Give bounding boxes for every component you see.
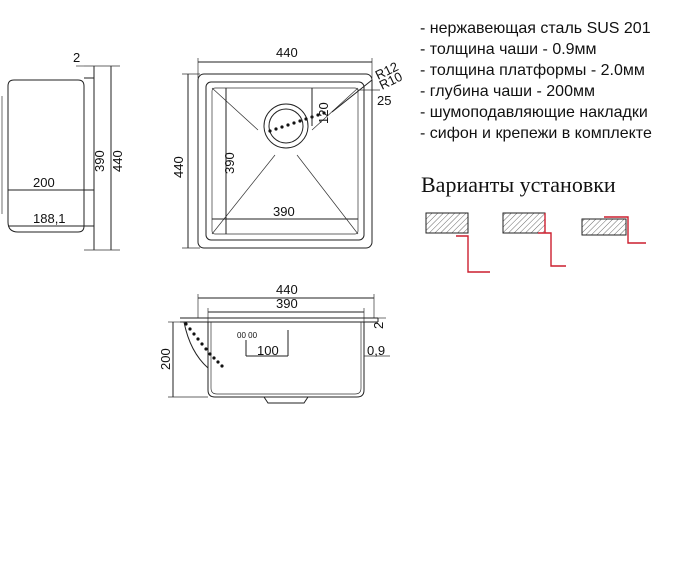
top-inner-length-label: 390 — [222, 152, 237, 174]
sink-rim-line — [456, 235, 490, 273]
front-width-label: 440 — [276, 282, 298, 297]
spec-item-bowl-thickness: - толщина чаши - 0.9мм — [420, 41, 597, 58]
install-options — [425, 212, 646, 273]
top-bowl-inner — [211, 87, 359, 235]
top-slope-line — [211, 87, 259, 131]
countertop-block — [425, 212, 469, 234]
top-outer-rim — [197, 73, 373, 249]
top-width-label: 440 — [276, 45, 298, 60]
top-slope-line — [296, 154, 359, 235]
dot — [322, 111, 326, 115]
top-drain-inner — [268, 108, 304, 144]
dot — [268, 129, 272, 133]
sink-rim-line — [604, 216, 646, 244]
front-drain-label: 00 00 — [237, 331, 258, 340]
top-radius-leader — [331, 79, 373, 113]
dot — [196, 337, 200, 341]
side-height-label: 200 — [33, 175, 55, 190]
sink-rim-line — [538, 213, 566, 267]
install-option-topmount — [581, 216, 646, 244]
side-total-depth-label: 440 — [110, 150, 125, 172]
front-overflow-curve — [183, 321, 209, 369]
dot — [184, 322, 188, 326]
front-height-label: 200 — [158, 348, 173, 370]
dot — [188, 327, 192, 331]
top-bowl-edge — [205, 81, 365, 241]
countertop-block — [581, 218, 627, 236]
top-slope-line — [211, 154, 276, 235]
dot — [274, 127, 278, 131]
top-drain-outer — [263, 103, 309, 149]
front-drain-outlet — [263, 396, 309, 404]
dot — [212, 356, 216, 360]
install-options-title: Варианты установки — [421, 172, 616, 197]
install-option-flush — [502, 212, 566, 267]
top-overflow-dots — [268, 111, 326, 133]
front-view: 440 390 200 00 00 — [158, 282, 390, 404]
install-option-undermount — [425, 212, 490, 273]
side-thickness-label: 2 — [73, 50, 80, 65]
countertop-block — [502, 212, 546, 234]
front-bowl — [207, 322, 365, 398]
front-bowl-inner — [210, 322, 362, 395]
dot — [200, 342, 204, 346]
dot — [192, 332, 196, 336]
front-inner-width-label: 390 — [276, 296, 298, 311]
front-flange-label: 2 — [371, 322, 386, 329]
front-wall-label: 0,9 — [367, 343, 385, 358]
dot — [316, 113, 320, 117]
front-drain-distance-label: 100 — [257, 343, 279, 358]
dot — [220, 364, 224, 368]
top-corner-label: 25 — [377, 93, 391, 108]
dot — [298, 119, 302, 123]
side-view-body — [7, 79, 85, 233]
spec-item-accessories: - сифон и крепежи в комплекте — [420, 125, 652, 142]
front-overflow-dots — [184, 322, 224, 368]
top-inner-width-label: 390 — [273, 204, 295, 219]
dot — [216, 360, 220, 364]
dot — [208, 352, 212, 356]
top-drain-offset-label: 120 — [316, 102, 331, 124]
top-view: 440 440 390 390 120 — [171, 45, 405, 249]
spec-item-platform-thickness: - толщина платформы - 2.0мм — [420, 62, 645, 79]
side-view: 2 390 440 200 188,1 — [1, 50, 125, 251]
dot — [204, 347, 208, 351]
spec-item-material: - нержавеющая сталь SUS 201 — [420, 20, 651, 37]
top-length-label: 440 — [171, 156, 186, 178]
dot — [286, 123, 290, 127]
spec-list: - нержавеющая сталь SUS 201 - толщина ча… — [420, 18, 652, 144]
spec-item-noise-pads: - шумоподавляющие накладки — [420, 104, 648, 121]
dot — [292, 121, 296, 125]
dot — [304, 117, 308, 121]
side-inner-height-label: 188,1 — [33, 211, 66, 226]
spec-item-bowl-depth: - глубина чаши - 200мм — [420, 83, 595, 100]
side-bowl-depth-label: 390 — [92, 150, 107, 172]
dot — [280, 125, 284, 129]
